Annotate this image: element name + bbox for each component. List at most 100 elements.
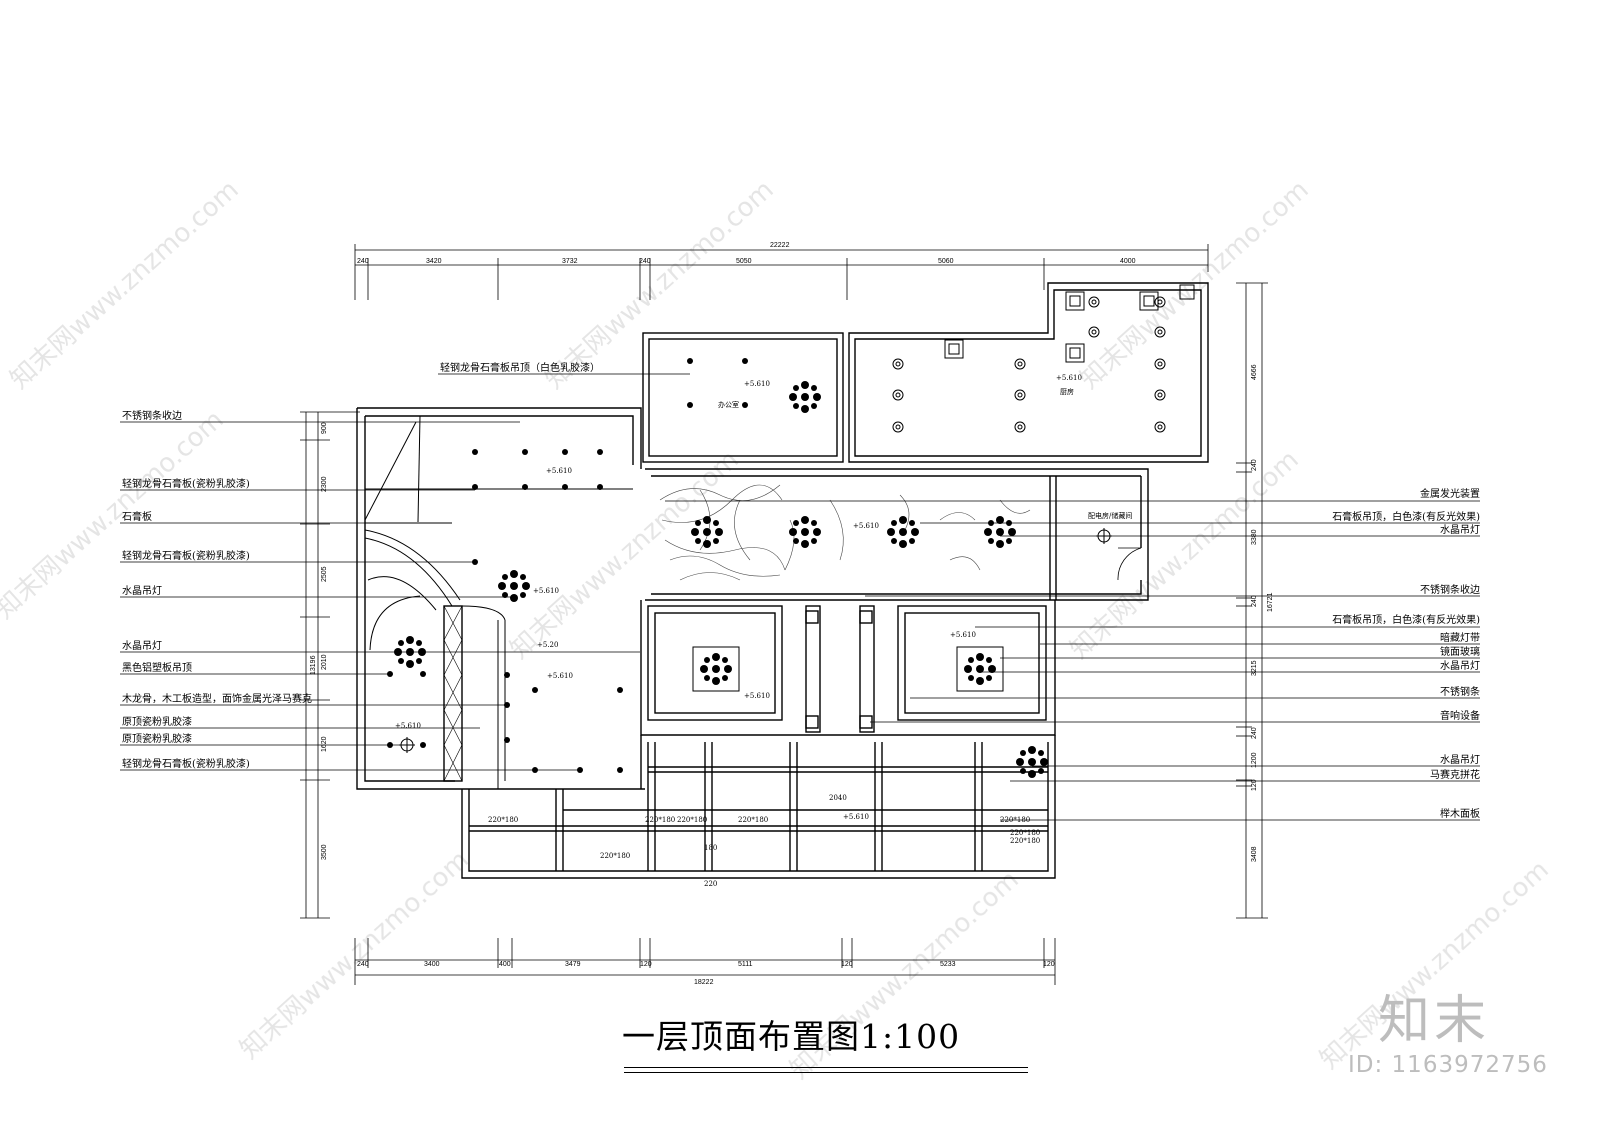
dim-right-7: 1200 — [1251, 752, 1258, 768]
dim-bottom-9: 120 — [1043, 961, 1055, 968]
beam-size-label: 220*180 — [738, 816, 768, 824]
dim-top-3: 3732 — [562, 258, 578, 265]
beam-width-label: 180 — [704, 844, 717, 852]
bottom-dimensions — [354, 938, 1056, 985]
callout-crystal-chandelier: 水晶吊灯 — [1440, 524, 1480, 536]
elevation-label: +5.610 — [843, 813, 869, 821]
dim-right-2: 240 — [1251, 459, 1258, 471]
dim-right-total: 16721 — [1267, 592, 1274, 612]
elevation-label: +5.610 — [950, 631, 976, 639]
dim-left-5: 1620 — [321, 736, 328, 752]
callout-steel-trim: 不锈钢条收边 — [1420, 583, 1480, 596]
right-dimension-labels: 4666 240 3380 240 3215 240 1200 120 3408… — [1251, 364, 1274, 862]
chandelier-icon — [964, 653, 996, 685]
callout-original-ceiling-paint: 原顶瓷粉乳胶漆 — [122, 715, 192, 728]
chandelier-icon — [498, 570, 530, 602]
room-label-office: 办公室 — [718, 400, 739, 409]
callout-crystal-chandelier: 水晶吊灯 — [1440, 660, 1480, 672]
elevation-marks: +5.610 +5.610 +5.610 +5.610 +5.610 +5.20… — [395, 374, 1082, 821]
dim-bottom-8: 5233 — [940, 961, 956, 968]
watermark: 知末网www.znzmo.com — [0, 405, 230, 625]
title-underline — [624, 1067, 1028, 1068]
watermark: 知末网www.znzmo.com — [1075, 175, 1315, 395]
dim-top-6: 5060 — [938, 258, 954, 265]
beam-size-label: 220*180 — [488, 816, 518, 824]
leader-lines — [120, 373, 1480, 821]
dim-top-1: 240 — [357, 258, 369, 265]
dim-right-9: 3408 — [1251, 846, 1258, 862]
callout-original-ceiling-paint: 原顶瓷粉乳胶漆 — [122, 732, 192, 745]
dim-bottom-6: 5111 — [738, 961, 753, 968]
dim-left-total: 13196 — [310, 655, 317, 675]
callout-beech-panel: 榉木面板 — [1440, 807, 1480, 820]
callout-gypsum-reflective: 石膏板吊顶，白色漆(有反光效果) — [1332, 510, 1480, 523]
beam-width-label: 220 — [704, 880, 717, 888]
elevation-label: +5.610 — [1056, 374, 1082, 382]
room-label-storage: 配电房/储藏间 — [1088, 511, 1132, 520]
callout-mirror-glass: 镜面玻璃 — [1440, 645, 1480, 658]
callout-crystal-chandelier: 水晶吊灯 — [1440, 754, 1480, 766]
room-label-kitchen: 厨房 — [1060, 387, 1074, 396]
dim-top-4: 240 — [639, 258, 651, 265]
chandelier-icon — [394, 636, 426, 668]
downlights — [387, 358, 748, 773]
mosaic-hatch — [443, 605, 463, 782]
left-dimension-labels: 900 2300 2505 2010 1620 3500 13196 — [310, 422, 328, 860]
chandelier-icon — [789, 381, 821, 413]
callout-mosaic-pattern: 马赛克拼花 — [1430, 768, 1480, 781]
drawing-title: 一层顶面布置图1:100 — [622, 1017, 961, 1056]
dim-left-3: 2505 — [321, 566, 328, 582]
callout-gypsum-porcelain-paint: 轻钢龙骨石膏板(瓷粉乳胶漆) — [122, 757, 250, 770]
elevation-label: +5.610 — [546, 467, 572, 475]
beam-labels: 220*180 220*180 220*180 220*180 220*180 … — [488, 794, 1040, 888]
beam-length-label: 2040 — [829, 794, 847, 802]
dim-top-total: 22222 — [770, 242, 790, 249]
bottom-dimension-labels: 240 3400 400 3479 120 5111 120 5233 120 … — [357, 961, 1055, 986]
chandelier-icon — [691, 516, 723, 548]
beam-size-label: 220*180 — [1010, 837, 1040, 845]
chandelier-icon — [984, 516, 1016, 548]
dim-left-4: 2010 — [321, 654, 328, 670]
elevation-label: +5.610 — [853, 522, 879, 530]
elevation-label: +5.610 — [533, 587, 559, 595]
chandelier-icon — [887, 516, 919, 548]
framed-chandeliers — [692, 646, 1004, 692]
chandelier-icon — [1016, 746, 1048, 778]
dim-top-7: 4000 — [1120, 258, 1136, 265]
dim-bottom-1: 240 — [357, 961, 369, 968]
dim-bottom-3: 400 — [499, 961, 511, 968]
square-vent-fixtures — [944, 284, 1195, 363]
dim-bottom-2: 3400 — [424, 961, 440, 968]
callout-steel-strip: 不锈钢条 — [1440, 685, 1480, 698]
room-labels: 办公室 厨房 配电房/储藏间 — [718, 387, 1132, 520]
left-callouts: 轻钢龙骨石膏板吊顶（白色乳胶漆） 不锈钢条收边 轻钢龙骨石膏板(瓷粉乳胶漆) 石… — [122, 361, 600, 770]
image-id: ID: 1163972756 — [1348, 1052, 1548, 1078]
elevation-label: +5.610 — [744, 380, 770, 388]
dim-bottom-7: 120 — [841, 961, 853, 968]
callout-gypsum-ceiling-white: 轻钢龙骨石膏板吊顶（白色乳胶漆） — [440, 361, 600, 374]
callout-steel-trim: 不锈钢条收边 — [122, 409, 182, 422]
top-dimensions — [354, 244, 1209, 300]
dim-left-6: 3500 — [321, 844, 328, 860]
beam-size-label: 220*180 — [1010, 829, 1040, 837]
dim-bottom-5: 120 — [640, 961, 652, 968]
elevation-label: +5.610 — [395, 722, 421, 730]
right-callouts: 金属发光装置 石膏板吊顶，白色漆(有反光效果) 水晶吊灯 不锈钢条收边 石膏板吊… — [1332, 487, 1480, 820]
elevation-label: +5.610 — [744, 692, 770, 700]
dim-top-5: 5050 — [736, 258, 752, 265]
dim-right-3: 3380 — [1251, 529, 1258, 545]
watermarks: 知末网www.znzmo.com 知末网www.znzmo.com 知末网www… — [0, 175, 1555, 1085]
callout-crystal-chandelier: 水晶吊灯 — [122, 640, 162, 652]
dim-bottom-total: 18222 — [694, 979, 714, 986]
watermark: 知末网www.znzmo.com — [1065, 445, 1305, 665]
left-dimensions — [300, 411, 360, 919]
dim-right-6: 240 — [1251, 727, 1258, 739]
dim-right-1: 4666 — [1251, 364, 1258, 380]
crystal-chandeliers — [394, 381, 1048, 778]
watermark: 知末网www.znzmo.com — [5, 175, 245, 395]
callout-hidden-light-strip: 暗藏灯带 — [1440, 631, 1480, 644]
beam-size-label: 220*180 — [645, 816, 675, 824]
beam-size-label: 220*180 — [600, 852, 630, 860]
dim-left-1: 900 — [321, 422, 328, 434]
